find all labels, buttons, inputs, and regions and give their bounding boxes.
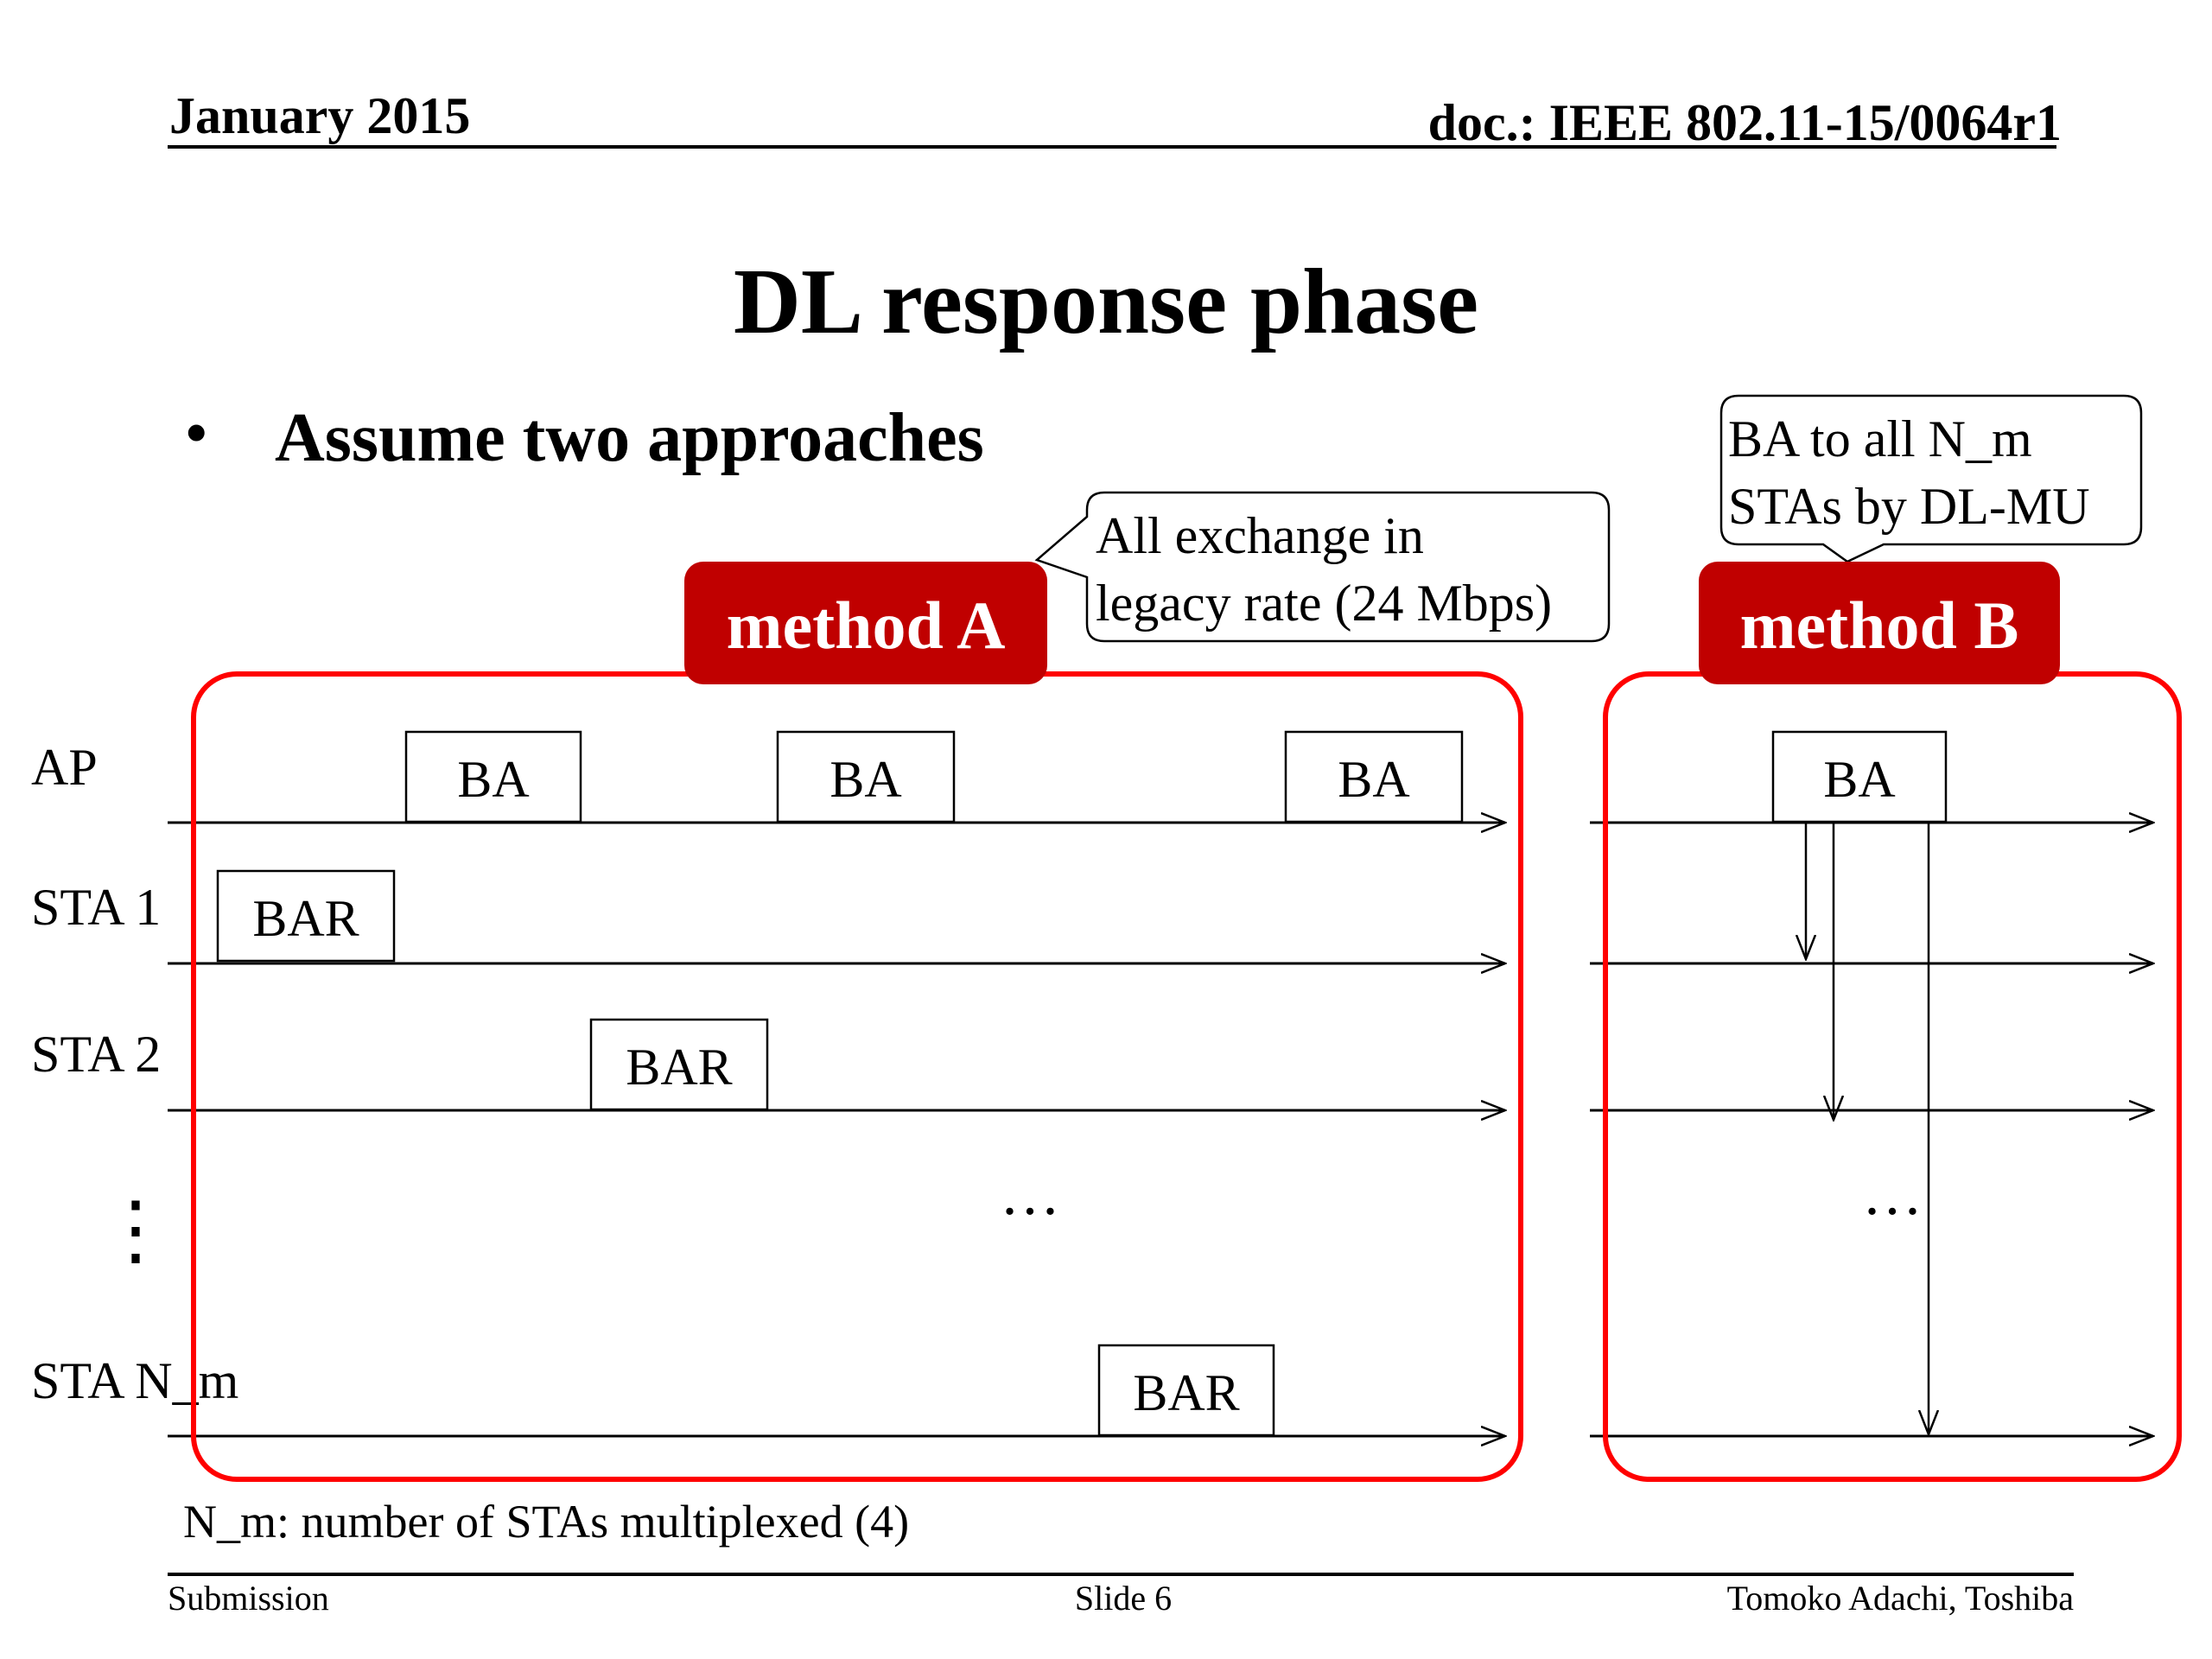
- callout-a-line1: All exchange in: [1096, 507, 1424, 564]
- callout-b-line2: STAs by DL-MU: [1728, 478, 2090, 535]
- frame-a-sta1-bar: [216, 869, 396, 963]
- slide-title: DL response phase: [733, 251, 1479, 353]
- footer-rule: [168, 1573, 2074, 1576]
- header-doc-id: doc.: IEEE 802.11-15/0064r1: [1427, 94, 2062, 151]
- callout-a-bubble: [1034, 491, 1611, 643]
- frame-a-ap-ba-1-label: BA: [457, 751, 529, 808]
- frame-a-sta1-bar-label: BAR: [252, 890, 359, 947]
- header-date: January 2015: [169, 87, 471, 144]
- frame-b-ap-ba-label: BA: [1823, 751, 1895, 808]
- footer-slide-number: Slide 6: [1074, 1579, 1173, 1618]
- method-a-label: method A: [727, 588, 1006, 663]
- callout-b-bubble: [1719, 394, 2143, 563]
- footnote: N_m: number of STAs multiplexed (4): [183, 1496, 910, 1548]
- row-label-ap: AP: [31, 739, 98, 796]
- frame-a-ap-ba-2: [776, 730, 956, 823]
- frame-a-stanm-bar-label: BAR: [1133, 1364, 1239, 1421]
- row-label-sta1: STA 1: [31, 879, 162, 936]
- frame-a-ap-ba-3: [1284, 730, 1464, 823]
- frame-a-sta2-bar-label: BAR: [626, 1039, 732, 1096]
- footer-submission: Submission: [168, 1579, 329, 1618]
- footer-author: Tomoko Adachi, Toshiba: [1726, 1579, 2074, 1618]
- method-a-ellipsis: …: [1000, 1161, 1060, 1228]
- callout-a-line2: legacy rate (24 Mbps): [1096, 575, 1552, 632]
- row-label-sta2: STA 2: [31, 1026, 162, 1083]
- row-label-sta-nm: STA N_m: [31, 1352, 239, 1409]
- frame-a-stanm-bar: [1097, 1344, 1275, 1437]
- frame-a-ap-ba-1: [404, 730, 582, 823]
- callout-b-line1: BA to all N_m: [1728, 410, 2032, 467]
- bullet-marker: •: [186, 400, 207, 467]
- frame-b-ap-ba: [1771, 730, 1948, 823]
- frame-a-ap-ba-2-label: BA: [830, 751, 901, 808]
- header-rule: [168, 145, 2056, 149]
- method-b-label-box: [1699, 562, 2060, 684]
- method-b-ellipsis: …: [1862, 1161, 1923, 1228]
- bullet-text: Assume two approaches: [275, 400, 984, 476]
- frame-a-sta2-bar: [589, 1018, 769, 1111]
- frame-a-ap-ba-3-label: BA: [1338, 751, 1409, 808]
- method-a-label-box: [684, 562, 1047, 684]
- row-label-vertical-ellipsis: ⋮: [97, 1188, 175, 1274]
- method-b-label: method B: [1740, 588, 2019, 663]
